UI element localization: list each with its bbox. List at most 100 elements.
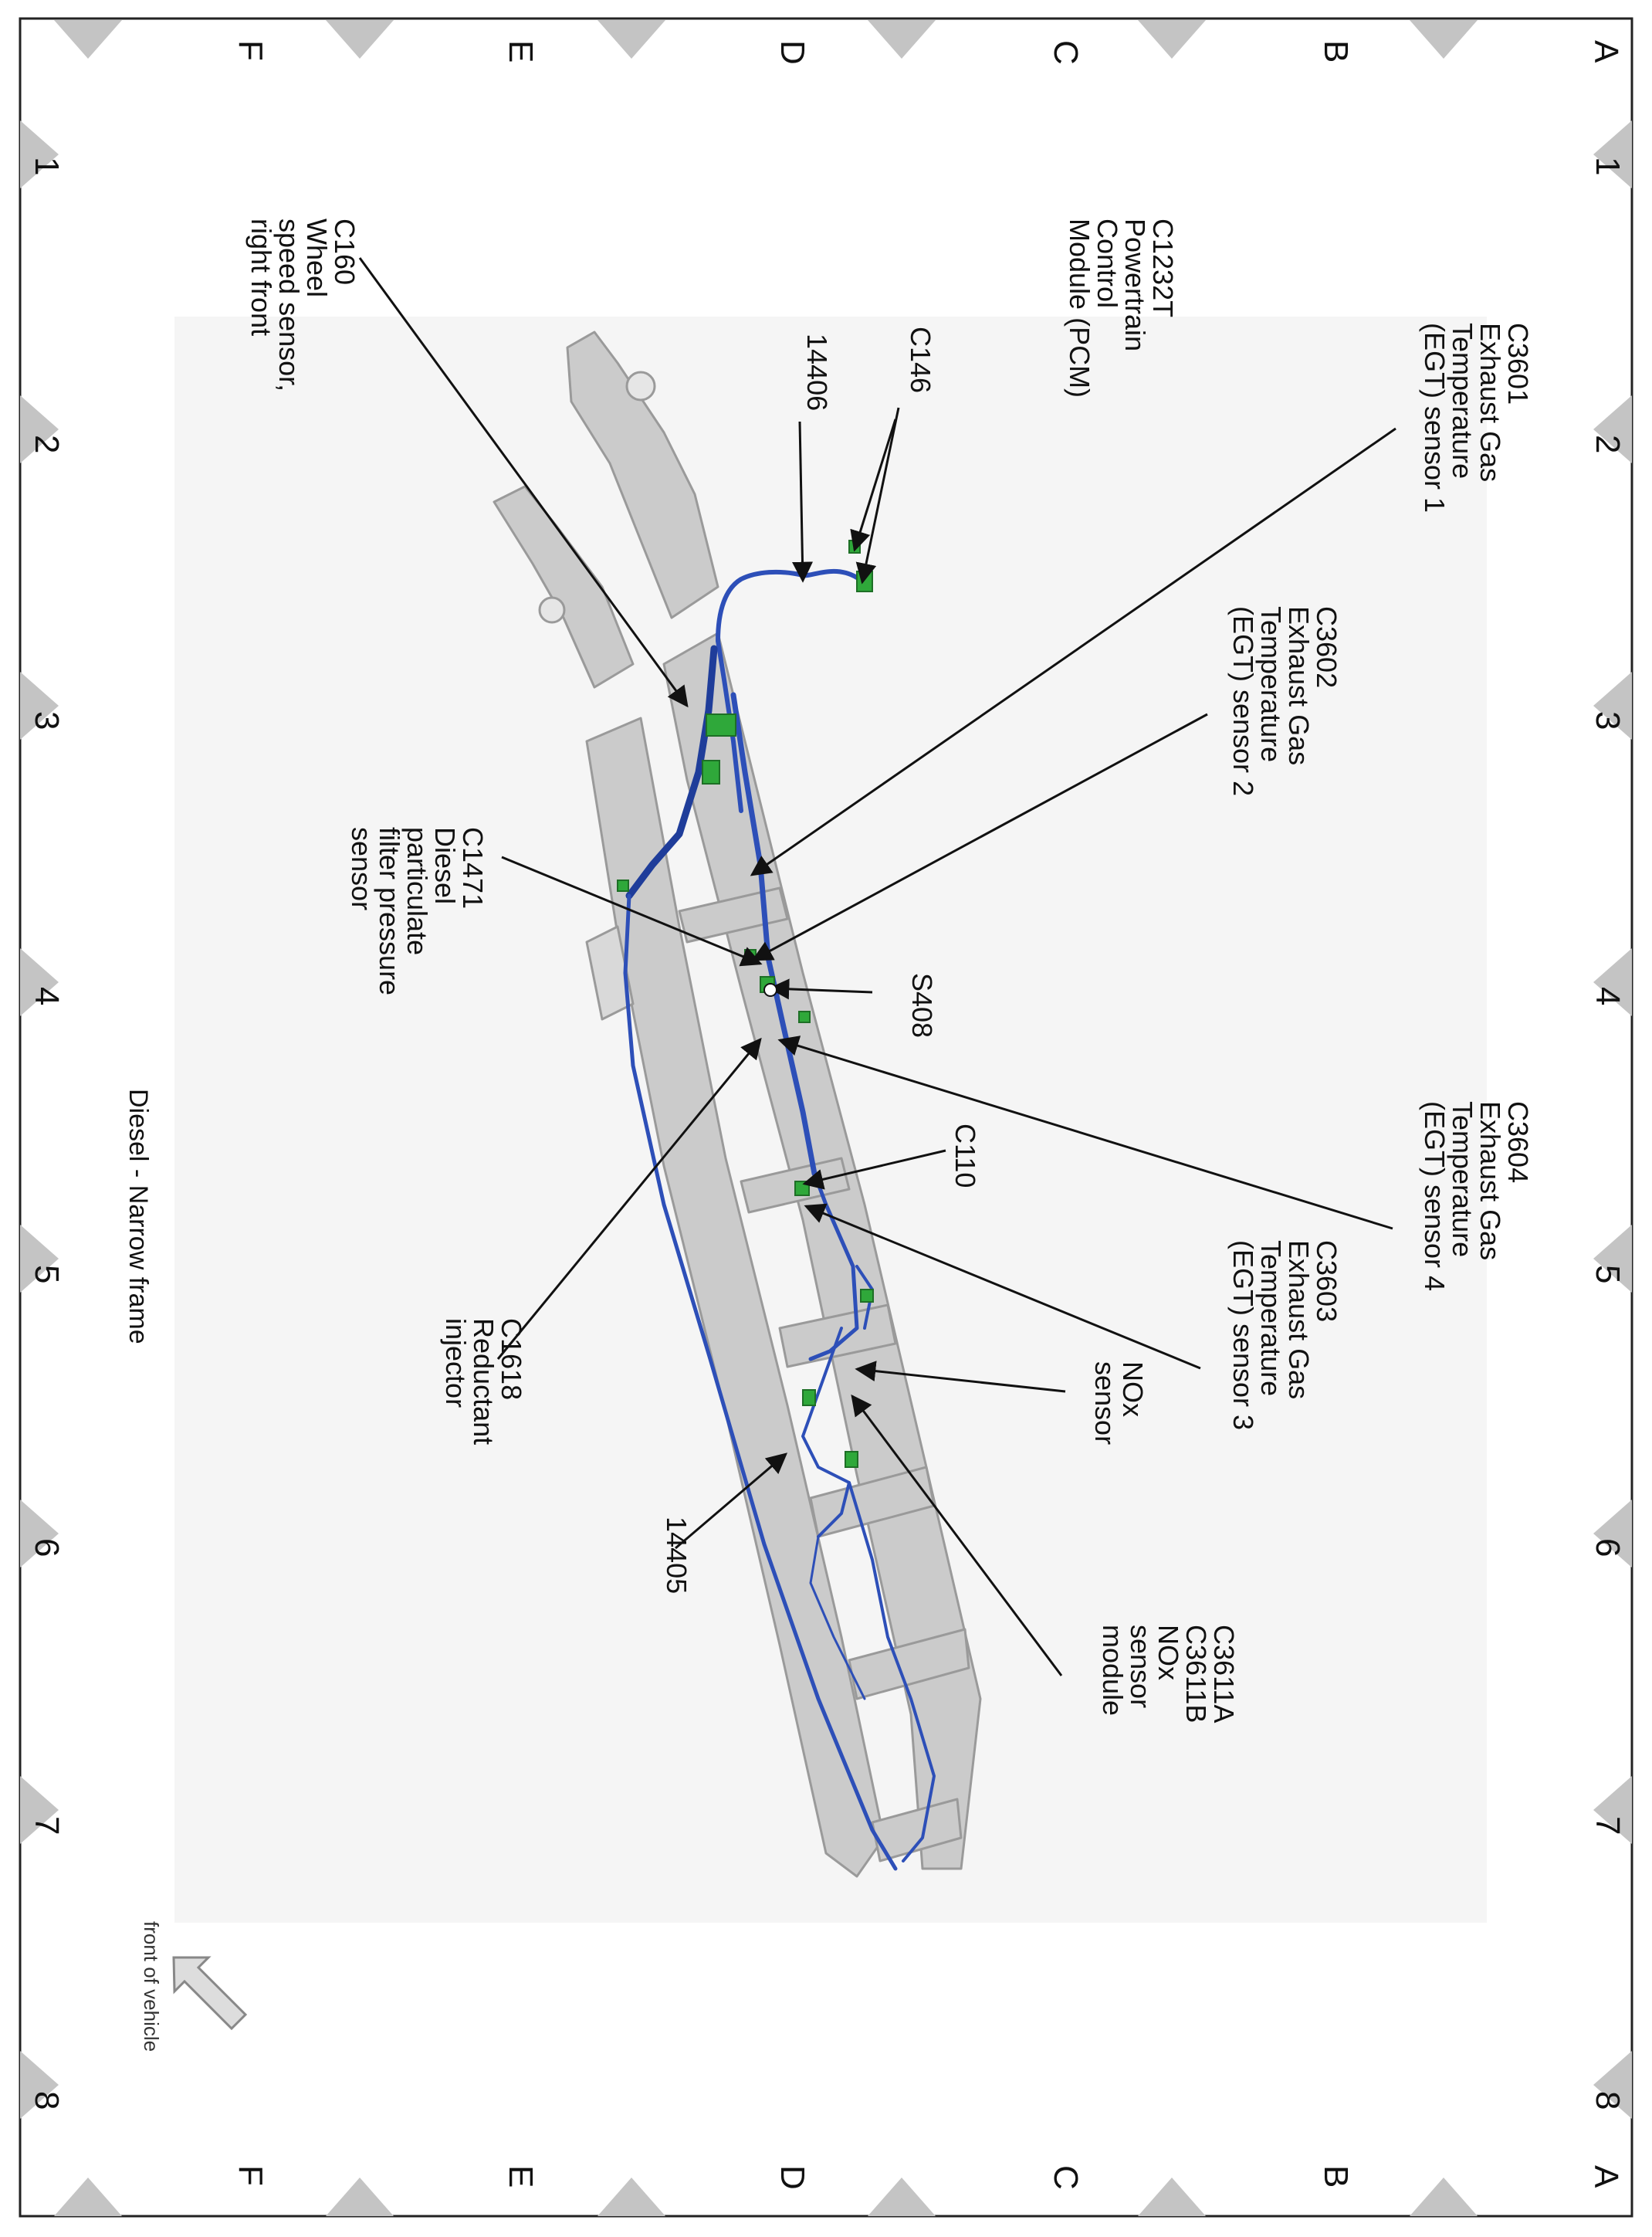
- grid-marker-row-bottom: [54, 2178, 122, 2216]
- grid-col-label-4: 4: [28, 987, 66, 1005]
- grid-row-label-F: F: [232, 40, 269, 61]
- grid-marker-row-top: [1410, 20, 1478, 59]
- callout-line: sensor: [1125, 1625, 1156, 1708]
- grid-border-markers: [20, 20, 1632, 2216]
- grid-row-label-B: B: [1317, 2165, 1355, 2188]
- leader-line: [750, 427, 1396, 876]
- callout-line: C3603: [1311, 1240, 1342, 1322]
- callout-line: C3611A: [1208, 1625, 1240, 1723]
- grid-marker-row-top: [54, 20, 122, 59]
- grid-marker-col-right: [1593, 1776, 1632, 1844]
- callout-line: (EGT) sensor 3: [1227, 1240, 1259, 1430]
- callout-c3603: C3603Exhaust GasTemperature(EGT) sensor …: [1227, 1240, 1342, 1430]
- callout-line: S408: [906, 973, 938, 1038]
- callout-c3601: C3601Exhaust GasTemperature(EGT) sensor …: [1419, 323, 1534, 513]
- grid-row-label-B: B: [1317, 40, 1355, 63]
- callout-line: sensor: [1089, 1361, 1121, 1445]
- leader-line: [804, 1203, 1201, 1370]
- callout-c1232t: C1232TPowertrainControlModule (PCM): [1064, 219, 1179, 398]
- grid-marker-col-left: [20, 395, 59, 463]
- callout-labels: C3601Exhaust GasTemperature(EGT) sensor …: [245, 219, 1534, 1723]
- callout-line: Control: [1092, 219, 1123, 308]
- grid-row-label-F: F: [232, 2165, 269, 2186]
- diagram-title: Diesel - Narrow frame: [124, 1089, 153, 1344]
- grid-marker-col-left: [20, 2051, 59, 2119]
- leader-line: [792, 421, 814, 583]
- harness-14406: [716, 568, 859, 813]
- callout-c146: C146: [905, 327, 936, 393]
- callout-c1618: C1618Reductantinjector: [440, 1318, 527, 1445]
- grid-marker-row-bottom: [868, 2178, 936, 2216]
- grid-col-label-8: 8: [28, 2091, 66, 2110]
- grid-col-label-3: 3: [1589, 711, 1627, 730]
- grid-marker-row-bottom: [597, 2178, 665, 2216]
- callout-line: speed sensor,: [273, 219, 305, 391]
- grid-marker-col-right: [1593, 120, 1632, 188]
- callout-c3602: C3602Exhaust GasTemperature(EGT) sensor …: [1227, 606, 1342, 796]
- callout-line: Diesel: [429, 827, 461, 904]
- front-arrow-icon: [172, 1956, 248, 2031]
- leader-line: [802, 1149, 946, 1190]
- callout-line: C110: [950, 1124, 981, 1188]
- grid-col-label-3: 3: [28, 711, 66, 730]
- grid-marker-col-left: [20, 948, 59, 1016]
- grid-col-label-6: 6: [1589, 1538, 1627, 1557]
- grid-row-label-E: E: [502, 2165, 540, 2188]
- leader-line: [855, 407, 900, 585]
- grid-marker-row-top: [326, 20, 394, 59]
- grid-marker-row-bottom: [1138, 2178, 1206, 2216]
- callout-line: Reductant: [468, 1318, 499, 1445]
- front-of-vehicle-label: front of vehicle: [140, 1921, 163, 2052]
- leader-line: [768, 978, 873, 1000]
- leader-line: [496, 1037, 762, 1360]
- callout-line: C1618: [496, 1318, 527, 1400]
- callout-line: particulate: [401, 827, 433, 955]
- callout-h14406: 14406: [801, 334, 833, 411]
- callout-line: Exhaust Gas: [1474, 323, 1506, 482]
- grid-row-label-C: C: [1047, 40, 1085, 65]
- callout-line: NOx: [1117, 1361, 1149, 1417]
- grid-marker-row-top: [868, 20, 936, 59]
- callout-c160: C160Wheelspeed sensor,right front: [245, 219, 361, 391]
- callout-line: filter pressure: [374, 827, 405, 995]
- grid-col-label-1: 1: [1589, 157, 1627, 175]
- grid-col-label-4: 4: [1589, 987, 1627, 1005]
- grid-marker-row-top: [597, 20, 665, 59]
- callout-line: sensor: [346, 827, 377, 910]
- grid-marker-col-left: [20, 1776, 59, 1844]
- callout-leaders: [358, 257, 1396, 1676]
- callout-c1471: C1471Dieselparticulatefilter pressuresen…: [346, 827, 489, 995]
- grid-col-label-8: 8: [1589, 2091, 1627, 2110]
- grid-col-label-1: 1: [28, 157, 66, 175]
- grid-marker-row-bottom: [1410, 2178, 1478, 2216]
- callout-line: Powertrain: [1119, 219, 1151, 351]
- grid-col-label-5: 5: [28, 1265, 66, 1283]
- grid-col-label-2: 2: [28, 435, 66, 453]
- grid-marker-col-right: [1593, 395, 1632, 463]
- leader-line: [777, 1035, 1393, 1230]
- callout-line: C3604: [1502, 1101, 1534, 1183]
- grid-row-label-A: A: [1587, 40, 1625, 63]
- leader-line: [751, 713, 1208, 961]
- callout-line: (EGT) sensor 4: [1419, 1101, 1451, 1291]
- callout-line: Exhaust Gas: [1283, 1240, 1315, 1399]
- callout-line: right front: [245, 219, 277, 336]
- front-of-vehicle-indicator: front of vehicle: [140, 1921, 248, 2052]
- callout-line: Module (PCM): [1064, 219, 1095, 398]
- splice-s408-marker: [763, 983, 777, 997]
- grid-marker-col-left: [20, 1225, 59, 1293]
- callout-line: C3602: [1311, 606, 1342, 688]
- grid-marker-col-right: [1593, 948, 1632, 1016]
- callout-line: C3611B: [1180, 1625, 1212, 1723]
- callout-line: NOx: [1153, 1625, 1184, 1680]
- callout-line: C146: [905, 327, 936, 393]
- callout-line: Wheel: [301, 219, 333, 297]
- grid-row-label-D: D: [774, 40, 811, 65]
- callout-line: injector: [440, 1318, 472, 1408]
- grid-marker-col-left: [20, 672, 59, 740]
- callout-line: 14406: [801, 334, 833, 411]
- grid-marker-col-right: [1593, 2051, 1632, 2119]
- leader-line: [501, 856, 763, 967]
